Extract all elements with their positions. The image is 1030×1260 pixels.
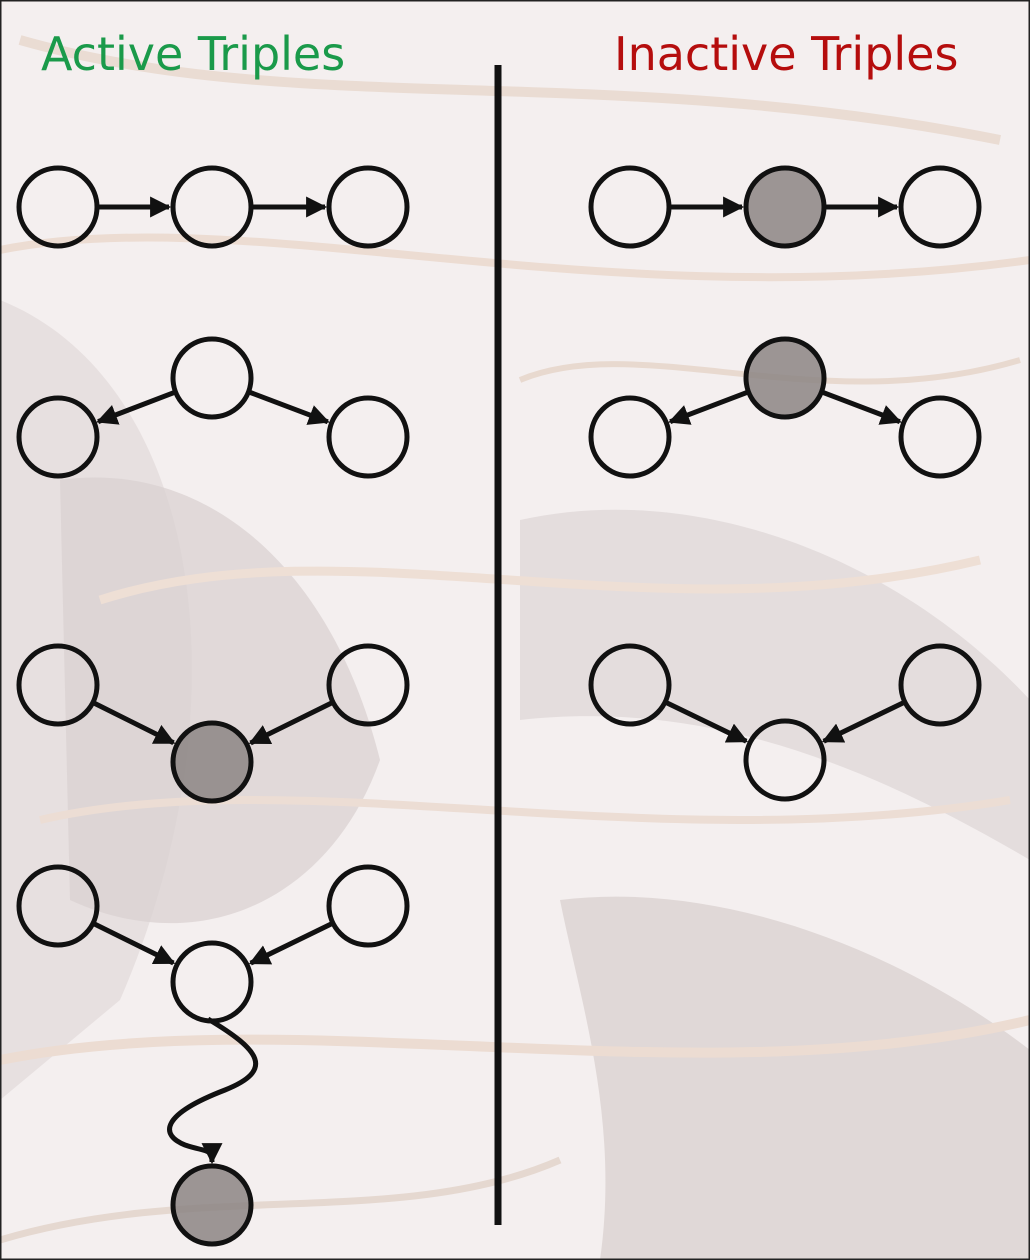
active-triples-heading: Active Triples xyxy=(41,27,346,81)
unobserved-node xyxy=(326,165,410,249)
edge-arrow xyxy=(248,700,333,746)
unobserved-node xyxy=(16,643,100,727)
active-triple-common-effect-with-observed-descendant xyxy=(16,864,410,1247)
inactive-triple-common-effect xyxy=(588,643,982,802)
unobserved-node xyxy=(16,165,100,249)
active-triple-chain xyxy=(16,165,410,249)
edge-arrow xyxy=(821,700,905,744)
unobserved-node xyxy=(326,864,410,948)
unobserved-node xyxy=(326,643,410,727)
unobserved-node xyxy=(170,940,254,1024)
unobserved-node xyxy=(170,336,254,420)
active-triple-common-effect xyxy=(16,643,410,804)
unobserved-node xyxy=(588,395,672,479)
observed-node xyxy=(170,1163,254,1247)
edge-arrow xyxy=(249,390,330,425)
active-triple-common-cause xyxy=(16,336,410,479)
edge-arrow xyxy=(668,390,748,425)
unobserved-node xyxy=(898,643,982,727)
unobserved-node xyxy=(743,718,827,802)
edge-arrow xyxy=(96,390,175,425)
edge-arrow xyxy=(93,701,176,746)
edge-arrow xyxy=(93,921,176,966)
edge-arrow xyxy=(248,921,333,966)
edge-arrow xyxy=(665,700,749,744)
edge-arrow xyxy=(822,390,902,425)
unobserved-node xyxy=(326,395,410,479)
descendant-path-arrow xyxy=(167,1016,259,1165)
observed-node xyxy=(743,336,827,420)
unobserved-node xyxy=(898,165,982,249)
unobserved-node xyxy=(16,395,100,479)
inactive-triple-chain xyxy=(588,165,982,249)
unobserved-node xyxy=(588,643,672,727)
triples-graph xyxy=(16,165,982,1247)
inactive-triple-common-cause xyxy=(588,336,982,479)
observed-node xyxy=(170,720,254,804)
unobserved-node xyxy=(898,395,982,479)
inactive-triples-heading: Inactive Triples xyxy=(614,27,959,81)
unobserved-node xyxy=(588,165,672,249)
unobserved-node xyxy=(16,864,100,948)
observed-node xyxy=(743,165,827,249)
unobserved-node xyxy=(170,165,254,249)
